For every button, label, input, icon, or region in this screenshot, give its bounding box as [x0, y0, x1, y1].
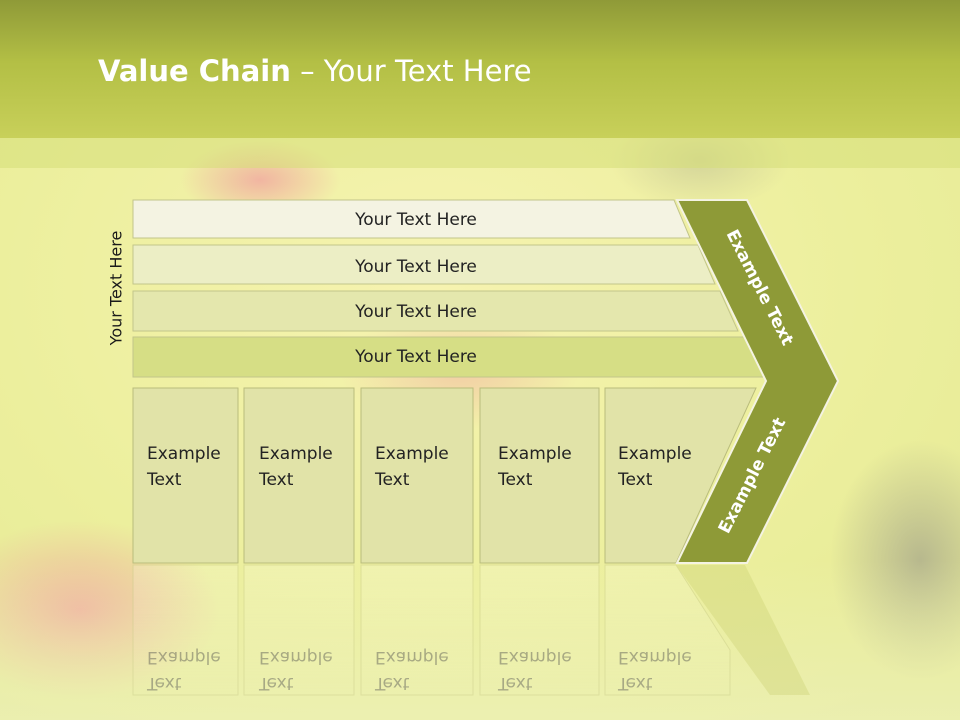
- column-5-line-1: Example: [618, 444, 692, 464]
- column-box-2: [243, 387, 355, 564]
- reflection-column: [243, 564, 355, 696]
- reflection-word-text: Text: [258, 673, 294, 693]
- column-4-line-1: Example: [498, 444, 572, 464]
- reflection-column: [479, 564, 600, 696]
- title-rest: – Your Text Here: [290, 54, 532, 88]
- column-box-1: [132, 387, 239, 564]
- reflection-word-example: Example: [259, 647, 333, 667]
- row-band-2: [132, 244, 716, 285]
- title-bold: Value Chain: [98, 54, 291, 88]
- reflection-word-text: Text: [497, 673, 533, 693]
- reflection-word-example: Example: [375, 647, 449, 667]
- title-band: [0, 0, 960, 138]
- reflection-column: [132, 564, 239, 696]
- column-2-line-2: Text: [258, 470, 294, 490]
- reflection: Example Text Example Text Example Text E…: [132, 564, 810, 696]
- chevron-arrow: [675, 199, 840, 564]
- column-1-line-2: Text: [146, 470, 182, 490]
- reflection-word-text: Text: [374, 673, 410, 693]
- reflection-text: Example Text Example Text Example Text E…: [146, 647, 692, 693]
- column-4-line-2: Text: [497, 470, 533, 490]
- reflection-word-example: Example: [147, 647, 221, 667]
- column-5-line-2: Text: [617, 470, 653, 490]
- column-2-line-1: Example: [259, 444, 333, 464]
- row-label-3: Your Text Here: [354, 302, 477, 322]
- title-band-stripe: [0, 138, 960, 168]
- reflection-word-example: Example: [618, 647, 692, 667]
- column-3-line-2: Text: [374, 470, 410, 490]
- reflection-word-text: Text: [146, 673, 182, 693]
- reflection-chevron: [676, 565, 810, 695]
- row-label-4: Your Text Here: [354, 347, 477, 367]
- column-3-line-1: Example: [375, 444, 449, 464]
- reflection-column: [360, 564, 474, 696]
- reflection-column: [604, 564, 731, 696]
- reflection-word-text: Text: [617, 673, 653, 693]
- reflection-word-example: Example: [498, 647, 572, 667]
- row-label-2: Your Text Here: [354, 257, 477, 277]
- column-1-line-1: Example: [147, 444, 221, 464]
- row-label-1: Your Text Here: [354, 210, 477, 230]
- row-band-3: [132, 290, 739, 332]
- row-band-1: [132, 199, 691, 239]
- column-box-3: [360, 387, 474, 564]
- page-title: Value Chain – Your Text Here: [98, 54, 532, 88]
- column-box-4: [479, 387, 600, 564]
